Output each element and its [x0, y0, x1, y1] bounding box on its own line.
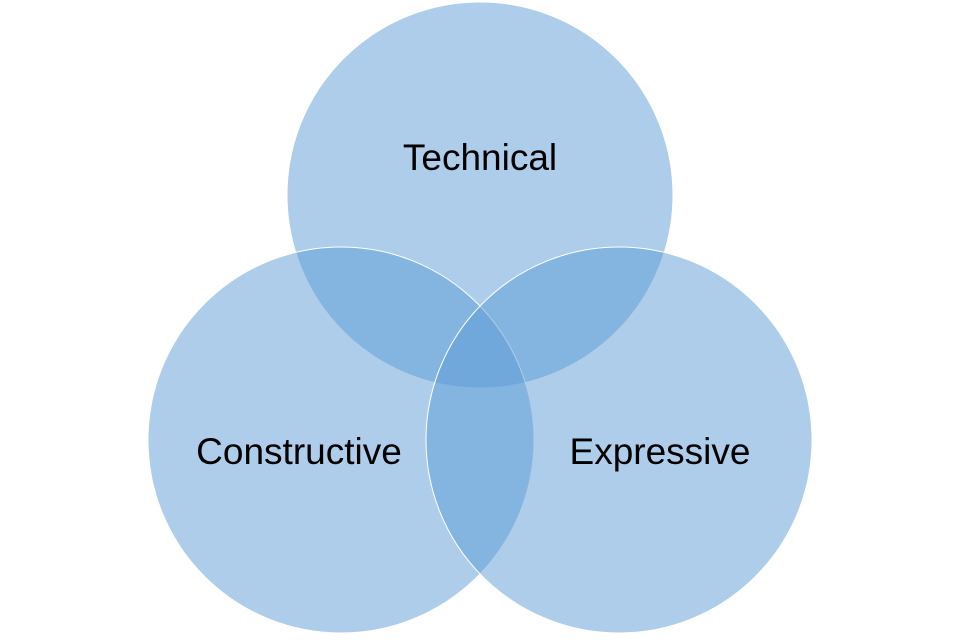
- label-expressive: Expressive: [569, 431, 751, 472]
- label-constructive: Constructive: [196, 431, 402, 472]
- circle-expressive: [425, 246, 813, 634]
- label-technical: Technical: [402, 137, 558, 178]
